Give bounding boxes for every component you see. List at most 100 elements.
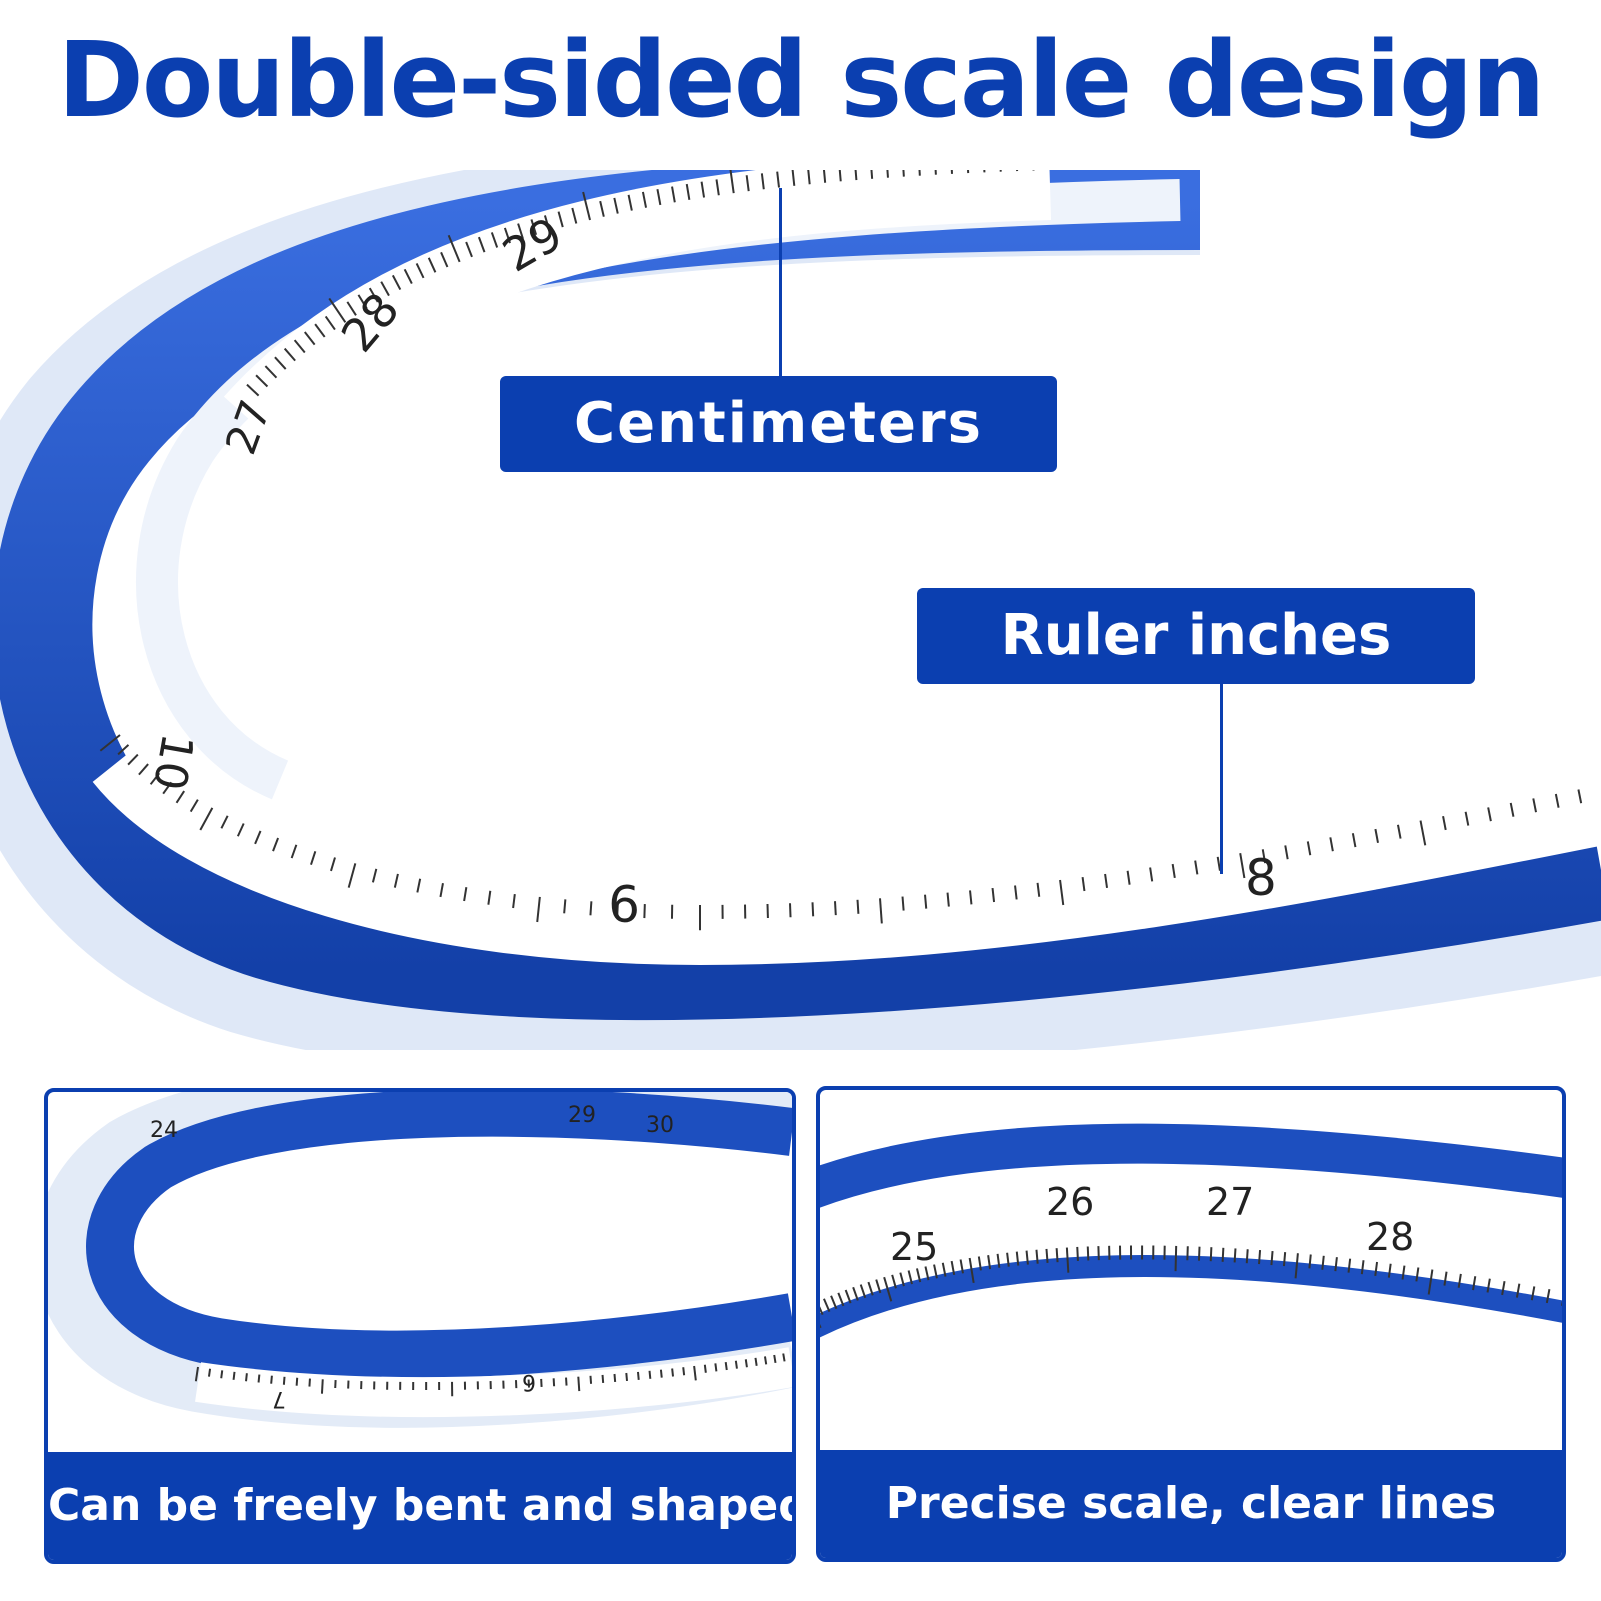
tick-mark: [983, 170, 986, 173]
tick-mark: [427, 257, 437, 273]
inch-label-6: 6: [522, 1369, 536, 1394]
scale-ticks: [194, 1353, 786, 1397]
cm-label-26: 26: [1046, 1180, 1094, 1224]
tick-mark: [714, 1363, 718, 1372]
tick-mark: [403, 268, 413, 285]
tick-mark: [254, 830, 262, 845]
tick-mark: [465, 241, 473, 258]
tick-mark: [264, 365, 278, 379]
tick-mark: [503, 227, 511, 244]
tick-mark: [902, 170, 905, 177]
tick-mark: [1351, 833, 1357, 848]
tick-mark: [870, 170, 874, 179]
tick-mark: [236, 823, 245, 837]
tick-mark: [641, 191, 648, 208]
tick-mark: [830, 1295, 838, 1310]
tick-mark: [648, 1370, 652, 1379]
tick-mark: [162, 781, 173, 795]
tick-mark: [969, 890, 973, 905]
tick-mark: [823, 1298, 831, 1313]
cm-label-25: 25: [890, 1225, 938, 1269]
inches-leader-line: [1220, 684, 1223, 874]
tick-mark: [517, 223, 524, 240]
tick-mark: [391, 274, 402, 290]
tick-mark: [924, 1266, 930, 1281]
tick-mark: [1221, 1247, 1225, 1262]
tick-mark: [991, 887, 996, 903]
tick-mark: [656, 189, 662, 206]
cm-ticks: [246, 170, 1050, 397]
tick-mark: [1554, 793, 1560, 808]
tick-mark: [1261, 849, 1267, 864]
tick-mark: [946, 892, 950, 907]
tick-mark: [220, 815, 229, 829]
flexible-curve-ruler-image: 27 28 29 10 9 8: [0, 170, 1601, 1050]
tick-mark: [543, 215, 551, 232]
tick-mark: [138, 763, 149, 776]
tick-mark: [393, 873, 399, 888]
tick-mark: [1239, 852, 1246, 879]
tick-mark: [838, 170, 842, 182]
tick-mark: [416, 878, 422, 893]
tick-mark: [149, 772, 161, 785]
tick-mark: [907, 1270, 913, 1285]
tick-mark: [487, 890, 492, 905]
tick-mark: [901, 896, 905, 911]
panel-caption: Precise scale, clear lines: [820, 1450, 1562, 1558]
tick-mark: [1284, 845, 1289, 860]
tick-mark: [1194, 860, 1199, 875]
tick-mark: [295, 1377, 299, 1386]
tick-mark: [1306, 841, 1312, 856]
cm-label-24: 24: [150, 1118, 178, 1143]
tick-mark: [659, 1369, 663, 1378]
tick-mark: [557, 211, 564, 228]
tick-mark: [1081, 876, 1086, 892]
tick-mark: [194, 1366, 199, 1382]
tick-mark: [1360, 1260, 1365, 1275]
tick-mark: [760, 173, 765, 190]
scale-closeup-image: 25 26 27 28: [820, 1123, 1562, 1338]
tick-mark: [1321, 1255, 1325, 1270]
tick-mark: [577, 1376, 581, 1392]
tick-mark: [1401, 1265, 1406, 1280]
tick-mark: [293, 339, 306, 354]
headline: Double-sided scale design: [57, 19, 1546, 141]
tick-mark: [959, 1259, 964, 1274]
tick-mark: [745, 175, 750, 192]
tick-mark: [601, 1374, 605, 1384]
tick-mark: [314, 323, 326, 338]
tick-mark: [1197, 1246, 1201, 1261]
tick-mark: [915, 1268, 922, 1283]
tick-mark: [1415, 1267, 1420, 1282]
tick-mark: [671, 1368, 675, 1377]
tick-mark: [380, 281, 390, 297]
tick-mark: [627, 194, 633, 211]
tick-mark: [1086, 1246, 1090, 1261]
tick-mark: [967, 170, 970, 174]
tick-mark: [357, 294, 368, 310]
tick-mark: [582, 191, 591, 221]
tick-mark: [220, 1370, 224, 1379]
tick-mark: [283, 347, 296, 362]
tick-mark: [303, 331, 316, 346]
tick-mark: [530, 219, 538, 236]
inch-label-7: 7: [272, 1386, 286, 1411]
tick-mark: [625, 1372, 629, 1382]
tick-mark: [1577, 789, 1583, 804]
ruler-blue-body-lower: [820, 1255, 1562, 1338]
tick-mark: [328, 297, 347, 323]
panel-caption: Can be freely bent and shaped: [48, 1452, 792, 1560]
tick-mark: [811, 902, 815, 917]
tick-mark: [875, 1279, 882, 1294]
tick-mark: [852, 1286, 859, 1301]
tick-mark: [563, 899, 567, 914]
tick-mark: [1486, 1278, 1491, 1293]
cm-label-28: 28: [1366, 1215, 1414, 1259]
tick-mark: [368, 287, 379, 303]
tick-mark: [257, 1374, 261, 1383]
tick-mark: [1443, 1271, 1448, 1286]
tick-mark: [1149, 867, 1154, 882]
tick-mark: [1530, 1286, 1536, 1301]
tick-mark: [724, 1361, 728, 1371]
tick-mark: [1032, 170, 1035, 171]
